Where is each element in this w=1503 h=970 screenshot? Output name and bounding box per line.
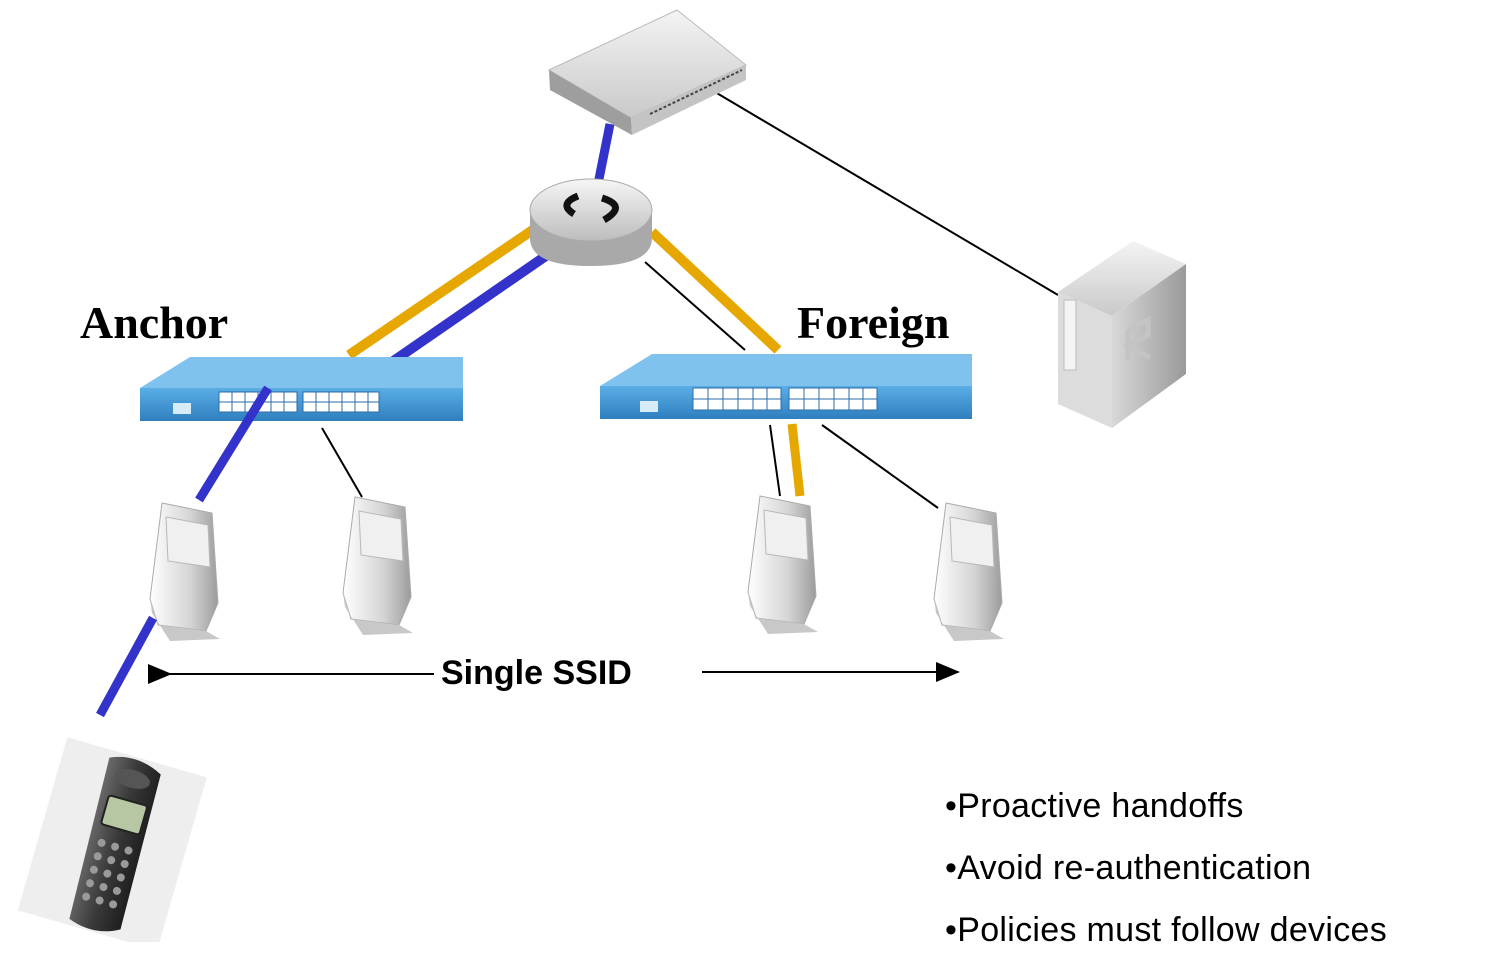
ssid-label: Single SSID (441, 654, 632, 692)
wired-links (321, 91, 1059, 509)
router-to-foreign-link (644, 261, 746, 351)
gold-path-router-foreign (648, 228, 782, 354)
traffic-paths (346, 220, 782, 367)
foreign-to-ap3-link (769, 424, 781, 497)
blue-path-ap1-phone (96, 615, 157, 718)
anchor-switch-icon (140, 357, 463, 421)
mobility-diagram: Anchor Foreign Single SSID (17, 9, 1186, 942)
blue-path-chassis-router (593, 123, 615, 185)
wireless-phone-icon (17, 737, 207, 942)
access-point-icon (149, 502, 220, 641)
access-point-icon (747, 495, 818, 634)
foreign-switch-icon (600, 354, 972, 419)
bullet-item: Proactive handoffs (945, 784, 1387, 846)
blue-path-anchor-ap1 (195, 385, 272, 503)
access-point-icon (933, 502, 1004, 641)
gold-path-router-anchor (346, 220, 543, 360)
server-icon (1058, 241, 1186, 428)
chassis-to-server-link (714, 91, 1059, 296)
blue-path-router-anchor (389, 246, 556, 367)
bullet-item: Avoid re-authentication (945, 846, 1387, 908)
anchor-to-ap2-link (321, 427, 363, 498)
access-point-icon (342, 496, 413, 635)
router-icon (529, 178, 653, 266)
gold-path-foreign-ap3 (787, 423, 805, 497)
feature-bullet-list: Proactive handoffs Avoid re-authenticati… (945, 784, 1387, 970)
foreign-to-ap4-link (821, 424, 939, 509)
chassis-switch-icon (547, 9, 747, 135)
anchor-label: Anchor (80, 297, 228, 348)
bullet-item: Policies must follow devices (945, 908, 1387, 970)
ssid-span-arrow (148, 662, 960, 684)
foreign-label: Foreign (797, 297, 949, 348)
